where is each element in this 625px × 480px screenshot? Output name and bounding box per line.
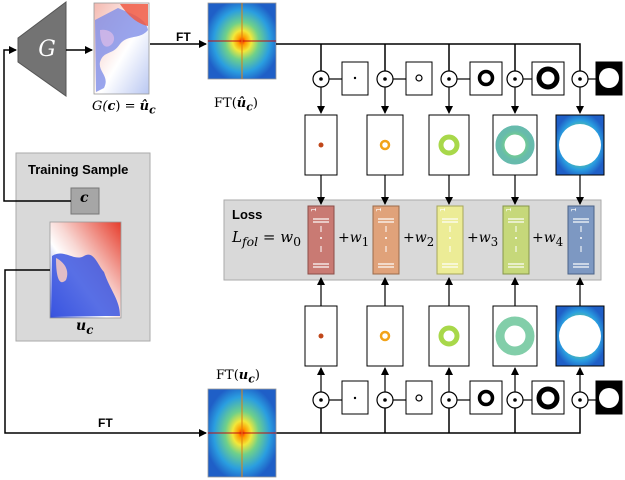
loss-band-5: [567, 205, 595, 275]
generator-label: G: [38, 37, 56, 62]
loss-band-norm-1: 1: [310, 208, 329, 268]
column-3-bottom: [428, 277, 503, 415]
column-2-top: [366, 61, 433, 205]
ft-top-label: FT: [176, 30, 191, 44]
loss-band-1: [307, 205, 335, 275]
hadamard-product-icon: [440, 391, 458, 409]
frequency-band-icon: [366, 114, 404, 176]
condition-box: [70, 187, 100, 215]
generated-field-image: [93, 2, 150, 95]
frequency-band-icon: [428, 114, 470, 176]
training-sample-label: uc: [76, 318, 94, 337]
bottom-bus-line: [276, 408, 581, 434]
loss-band-2: [372, 205, 400, 275]
hadamard-product-icon: [376, 70, 394, 88]
hadamard-product-icon: [312, 391, 330, 409]
loss-band-4: [502, 205, 530, 275]
annular-mask-icon: [405, 61, 433, 96]
loss-term-3: +w3: [467, 230, 499, 249]
loss-band-norm-4: 1: [505, 208, 524, 268]
ft-generated-spectrum: [207, 2, 277, 80]
condition-label: c: [80, 190, 89, 206]
column-1-bottom: [304, 277, 369, 415]
column-1-top: [304, 61, 369, 205]
ft-real-label: FT(uc): [216, 368, 260, 386]
top-bus-line: [276, 43, 581, 79]
loss-title: Loss: [232, 207, 263, 222]
svg-text:1: 1: [570, 208, 578, 212]
frequency-band-icon: [366, 305, 404, 367]
column-4-bottom: [492, 277, 565, 415]
hadamard-product-icon: [571, 70, 589, 88]
column-4-top: [492, 61, 565, 205]
training-sample-title: Training Sample: [28, 162, 129, 177]
hadamard-product-icon: [376, 391, 394, 409]
column-3-top: [428, 61, 503, 205]
hadamard-product-icon: [506, 70, 524, 88]
svg-text:1: 1: [375, 208, 383, 212]
annular-mask-icon: [469, 61, 503, 96]
hadamard-product-icon: [312, 70, 330, 88]
hadamard-product-icon: [506, 391, 524, 409]
ft-generated-label: FT(ûc): [214, 96, 258, 114]
training-sample-panel: [15, 152, 151, 342]
frequency-band-icon: [428, 305, 470, 367]
loss-band-norm-2: 1: [375, 208, 394, 268]
hadamard-product-icon: [571, 391, 589, 409]
column-5-bottom: [555, 277, 623, 415]
loss-term-4: +w4: [532, 230, 564, 249]
generator-trapezoid-icon: [17, 1, 67, 97]
svg-text:1: 1: [439, 208, 447, 212]
svg-text:1: 1: [505, 208, 513, 212]
loss-band-norm-5: 1: [570, 208, 589, 268]
ft-real-spectrum: [207, 388, 277, 478]
generator-block: G: [17, 1, 67, 97]
loss-term-2: +w2: [403, 230, 435, 249]
svg-text:1: 1: [310, 208, 318, 212]
training-sample-to-ft-line: [4, 269, 207, 437]
generated-label: G(c) = ûc: [92, 99, 156, 117]
column-2-bottom: [366, 277, 433, 415]
loss-term-1: +w1: [338, 230, 370, 249]
loss-panel: [223, 199, 602, 281]
loss-band-norm-3: 1: [439, 208, 458, 268]
annular-mask-icon: [405, 380, 433, 415]
hadamard-product-icon: [440, 70, 458, 88]
condition-to-generator-line: [3, 46, 71, 202]
loss-equation-lhs: Lfol = w0: [232, 228, 302, 249]
column-5-top: [555, 61, 623, 205]
loss-band-3: [436, 205, 464, 275]
ft-bottom-label: FT: [98, 416, 113, 430]
annular-mask-icon: [469, 380, 503, 415]
